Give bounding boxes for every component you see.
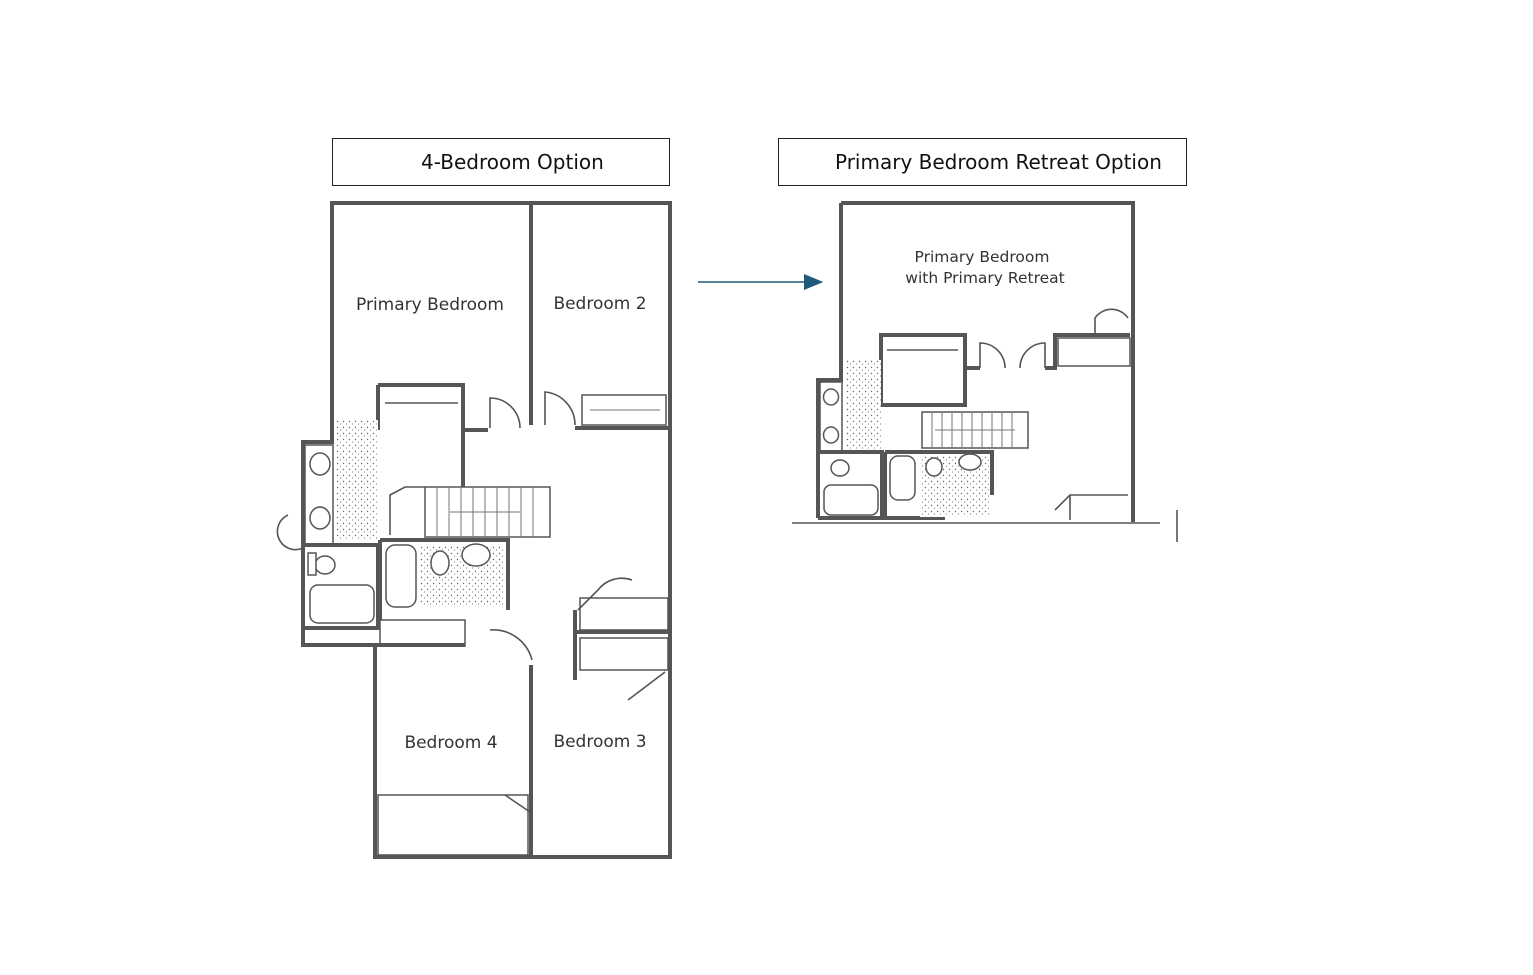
left-primary-bath-floor [336,420,378,540]
right-closet [1057,337,1131,367]
right-walk-in-closet [879,333,967,407]
left-label-bedroom4: Bedroom 4 [404,733,497,753]
left-label-primary-bedroom: Primary Bedroom [356,295,504,315]
left-sink-1 [309,452,331,476]
right-double-doors [979,342,1046,369]
left-primary-toilet [314,555,336,575]
right-hall-toilet [925,457,943,477]
right-floor-plan: Primary Bedroom with Primary Retreat [792,201,1178,542]
left-primary-tub [309,584,375,624]
left-bed3-closet-upper [579,597,669,631]
four-bedroom-option-text: 4-Bedroom Option [421,150,604,174]
left-wall-bed3-bed4 [375,610,670,857]
right-primary-toilet [830,459,850,477]
right-outer-wall [816,201,1135,522]
right-primary-tub [823,484,879,516]
left-bed3-closet-lower [579,637,669,671]
right-label-line1: Primary Bedroom [915,248,1050,266]
left-floor-plan: Primary Bedroom Bedroom 2 Bedroom 4 Bedr… [276,201,672,859]
left-wall-primary-closet [376,383,488,490]
left-hall-toilet [430,550,450,576]
left-label-bedroom2: Bedroom 2 [553,294,646,314]
retreat-option-text: Primary Bedroom Retreat Option [835,150,1162,174]
left-hall-sink [461,543,491,567]
left-bed4-closet [377,794,529,856]
left-hall-tub [385,544,417,608]
left-door-primary [489,397,521,429]
left-linen-closet [379,619,466,647]
right-primary-bath-floor [845,360,881,450]
retreat-option-label: Primary Bedroom Retreat Option [778,138,1187,186]
left-door-bed2 [544,391,576,426]
right-hall-sink [958,453,982,471]
right-label-line2: with Primary Retreat [905,269,1064,287]
four-bedroom-option-label: 4-Bedroom Option [332,138,670,186]
right-hall-tub [889,455,916,501]
left-label-bedroom3: Bedroom 3 [553,732,646,752]
left-sink-2 [309,506,331,530]
